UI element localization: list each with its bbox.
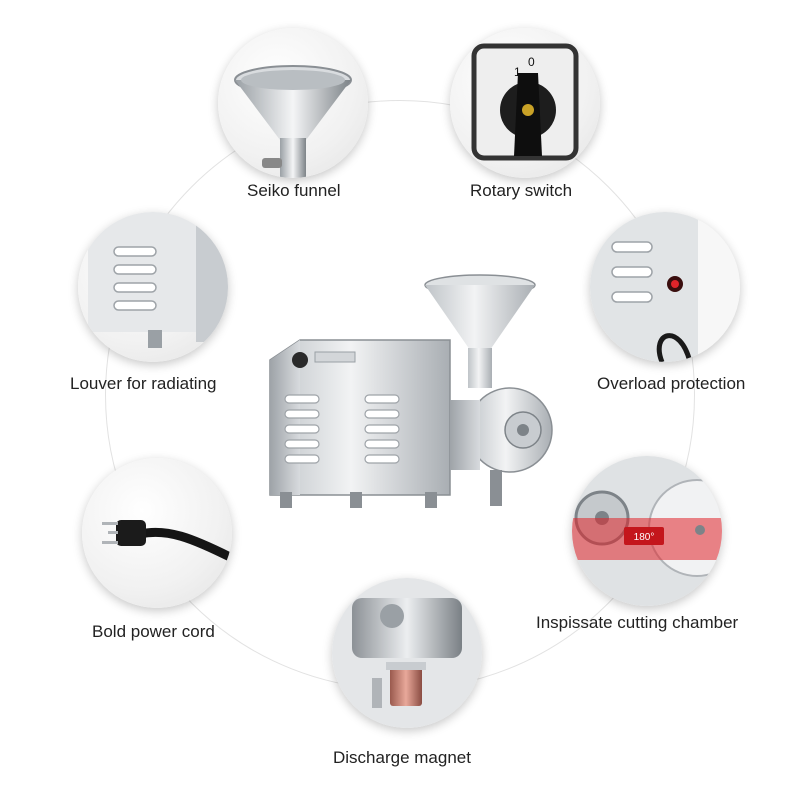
grinder-machine	[255, 270, 575, 510]
funnel-label: Seiko funnel	[247, 181, 341, 200]
chamber-label: Inspissate cutting chamber	[536, 613, 739, 632]
magnet-bubble	[332, 578, 482, 728]
louver-photo-icon	[88, 212, 228, 348]
chamber-angle-badge: 180°	[634, 532, 655, 543]
rotary-switch-photo-icon: 1 0	[471, 43, 579, 161]
cord-bubble	[82, 458, 232, 608]
switch-on-mark: 1	[514, 65, 521, 79]
overload-label: Overload protection	[597, 374, 746, 393]
cutting-chamber-photo-icon: 180°	[572, 456, 722, 606]
magnet-label: Discharge magnet	[333, 748, 471, 767]
cord-label: Bold power cord	[92, 622, 215, 641]
funnel-photo-icon	[234, 65, 352, 178]
switch-label: Rotary switch	[470, 181, 573, 200]
power-plug-photo-icon	[102, 520, 232, 563]
funnel-bubble	[218, 28, 368, 178]
switch-bubble: 1 0	[450, 28, 600, 178]
overload-bubble	[590, 212, 740, 362]
magnet-photo-icon	[332, 578, 482, 728]
switch-off-mark: 0	[528, 55, 535, 69]
grinder-machine-photo-icon	[269, 274, 553, 508]
overload-button-photo-icon	[590, 212, 740, 362]
louver-label: Louver for radiating	[70, 374, 217, 393]
louver-bubble	[78, 212, 228, 362]
chamber-bubble: 180°	[572, 456, 722, 606]
